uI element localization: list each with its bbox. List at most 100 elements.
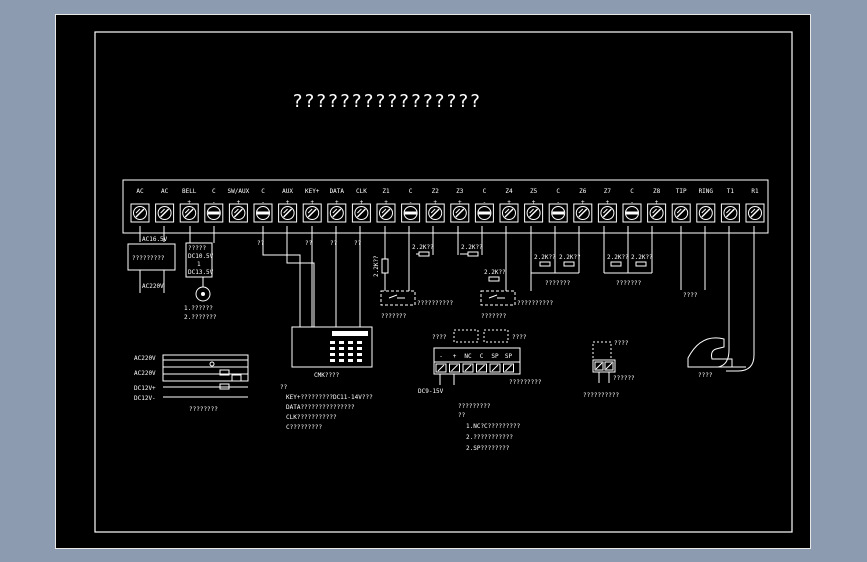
terminal-label: Z8 xyxy=(653,188,661,195)
terminal-label: SW/AUX xyxy=(228,188,250,195)
detector-module: ???? ?????? ?????????? xyxy=(583,340,635,399)
terminal-label: C xyxy=(409,188,413,195)
wire-tag-4: ?? xyxy=(354,240,362,247)
terminal-11: C- xyxy=(401,188,421,223)
terminal-label: RING xyxy=(699,188,714,195)
terminal-label: Z6 xyxy=(579,188,587,195)
bell-label-2: DC10.5V xyxy=(188,253,214,260)
keypad-note-3: CLK??????????? xyxy=(286,414,337,421)
terminal-polarity: + xyxy=(433,199,437,206)
terminal-label: C xyxy=(483,188,487,195)
terminal-polarity: - xyxy=(630,199,634,206)
terminal-7: KEY++ xyxy=(302,188,322,223)
relay-pin-label: C xyxy=(480,353,484,360)
terminal-14: C- xyxy=(474,188,494,223)
transformer: AC16.5V ????????? AC220V xyxy=(127,226,176,293)
terminal-17: C- xyxy=(548,188,568,223)
relay-pin-label: + xyxy=(453,353,457,360)
relay-output-label: ????????? xyxy=(509,379,542,386)
resistor-label-z4: 2.2K?? xyxy=(484,269,506,276)
terminal-8: DATA+ xyxy=(327,188,347,223)
keypad-buttons xyxy=(330,341,362,362)
terminal-13: Z3+ xyxy=(450,188,470,223)
phone-label: ???? xyxy=(698,372,713,379)
terminal-label: C xyxy=(212,188,216,195)
terminal-polarity: + xyxy=(507,199,511,206)
terminal-label: Z5 xyxy=(530,188,538,195)
wire-tag-3: ?? xyxy=(330,240,338,247)
terminal-label: R1 xyxy=(751,188,759,195)
terminal-strip-frame xyxy=(122,179,769,234)
terminal-polarity: + xyxy=(581,199,585,206)
power-label-dc2: DC12V- xyxy=(134,395,156,402)
terminal-10: Z1+ xyxy=(376,188,396,223)
terminal-5: C- xyxy=(253,188,273,223)
power-label-ac2: AC220V xyxy=(134,370,156,377)
power-panel-box xyxy=(162,354,249,382)
relay-note-1: ?? xyxy=(458,412,466,419)
terminal-polarity: + xyxy=(237,199,241,206)
terminal-18: Z6 + xyxy=(573,188,593,223)
terminal-1: AC xyxy=(155,188,175,223)
relay-pin-label: SP xyxy=(505,353,513,360)
relay-note-3: 2.??????????? xyxy=(466,434,513,441)
terminal-6: AUX+ xyxy=(278,188,298,223)
terminal-label: Z3 xyxy=(456,188,464,195)
bell-note-1: 1.?????? xyxy=(184,305,213,312)
keypad-label: CMK???? xyxy=(314,372,340,379)
zone-note-2: ??????? xyxy=(381,313,407,320)
relay-screw-icon xyxy=(503,363,514,373)
keypad-note-1: KEY+?????????DC11-14V??? xyxy=(286,394,373,401)
terminal-label: C xyxy=(261,188,265,195)
terminal-20: C- xyxy=(622,188,642,223)
zone-z5-z6-wiring: 2.2K?? 2.2K?? ??????? xyxy=(530,226,581,287)
terminal-polarity: - xyxy=(556,199,560,206)
bell-label-4: DC13.5V xyxy=(188,269,214,276)
keypad: CMK???? xyxy=(291,326,373,379)
terminal-label: AC xyxy=(136,188,144,195)
relay-pin-label: NC xyxy=(464,353,472,360)
terminal-polarity: + xyxy=(384,199,388,206)
detector-z4 xyxy=(480,290,516,306)
keypad-note-0: ?? xyxy=(280,384,288,391)
relay-note-2: 1.NC?C????????? xyxy=(466,423,521,430)
terminal-4: SW/AUX + xyxy=(228,188,250,223)
relay-top-label-2: ???? xyxy=(512,334,527,341)
power-panel: AC220V AC220V DC12V+ DC12V- ???????? xyxy=(134,354,249,413)
terminal-label: TIP xyxy=(676,188,687,195)
detector-bottom-label: ?????????? xyxy=(583,392,620,399)
terminal-polarity: - xyxy=(483,199,487,206)
terminal-polarity: + xyxy=(606,199,610,206)
terminal-label: T1 xyxy=(727,188,735,195)
detector-side-label: ?????? xyxy=(613,375,635,382)
resistor-label-z1: 2.2K?? xyxy=(373,255,380,277)
power-label-ac1: AC220V xyxy=(134,355,156,362)
bell-label-3: 1 xyxy=(197,261,201,268)
zone-z1-wiring: 2.2K?? ?????????? ??????? xyxy=(373,226,454,320)
bell-icon xyxy=(195,286,211,302)
inner-frame xyxy=(94,31,793,533)
zone-note-1: ?????????? xyxy=(417,300,454,307)
relay-supply-label: DC9-15V xyxy=(418,388,444,395)
phone-line: ???? ???? xyxy=(680,226,755,379)
relay-pin-label: SP xyxy=(491,353,499,360)
resistor-label-z2: 2.2K?? xyxy=(412,244,434,251)
zone-note-5: ??????? xyxy=(545,280,571,287)
resistor-label-z5: 2.2K?? xyxy=(534,254,556,261)
terminal-25: R1 xyxy=(745,188,765,223)
terminal-label: C xyxy=(556,188,560,195)
terminal-label: Z4 xyxy=(505,188,513,195)
terminal-polarity: - xyxy=(261,199,265,206)
terminal-label: CLK xyxy=(356,188,367,195)
terminal-12: Z2 + xyxy=(425,188,445,223)
terminal-label: C xyxy=(630,188,634,195)
keypad-wiring: ?? ?? ?? ?? xyxy=(257,226,362,327)
terminal-21: Z8+ xyxy=(647,188,667,223)
terminal-label: Z2 xyxy=(432,188,440,195)
phone-line-label: ???? xyxy=(683,292,698,299)
transformer-primary-label: AC220V xyxy=(142,283,164,290)
resistor-label-z8: 2.2K?? xyxy=(631,254,653,261)
terminal-label: KEY+ xyxy=(305,188,320,195)
